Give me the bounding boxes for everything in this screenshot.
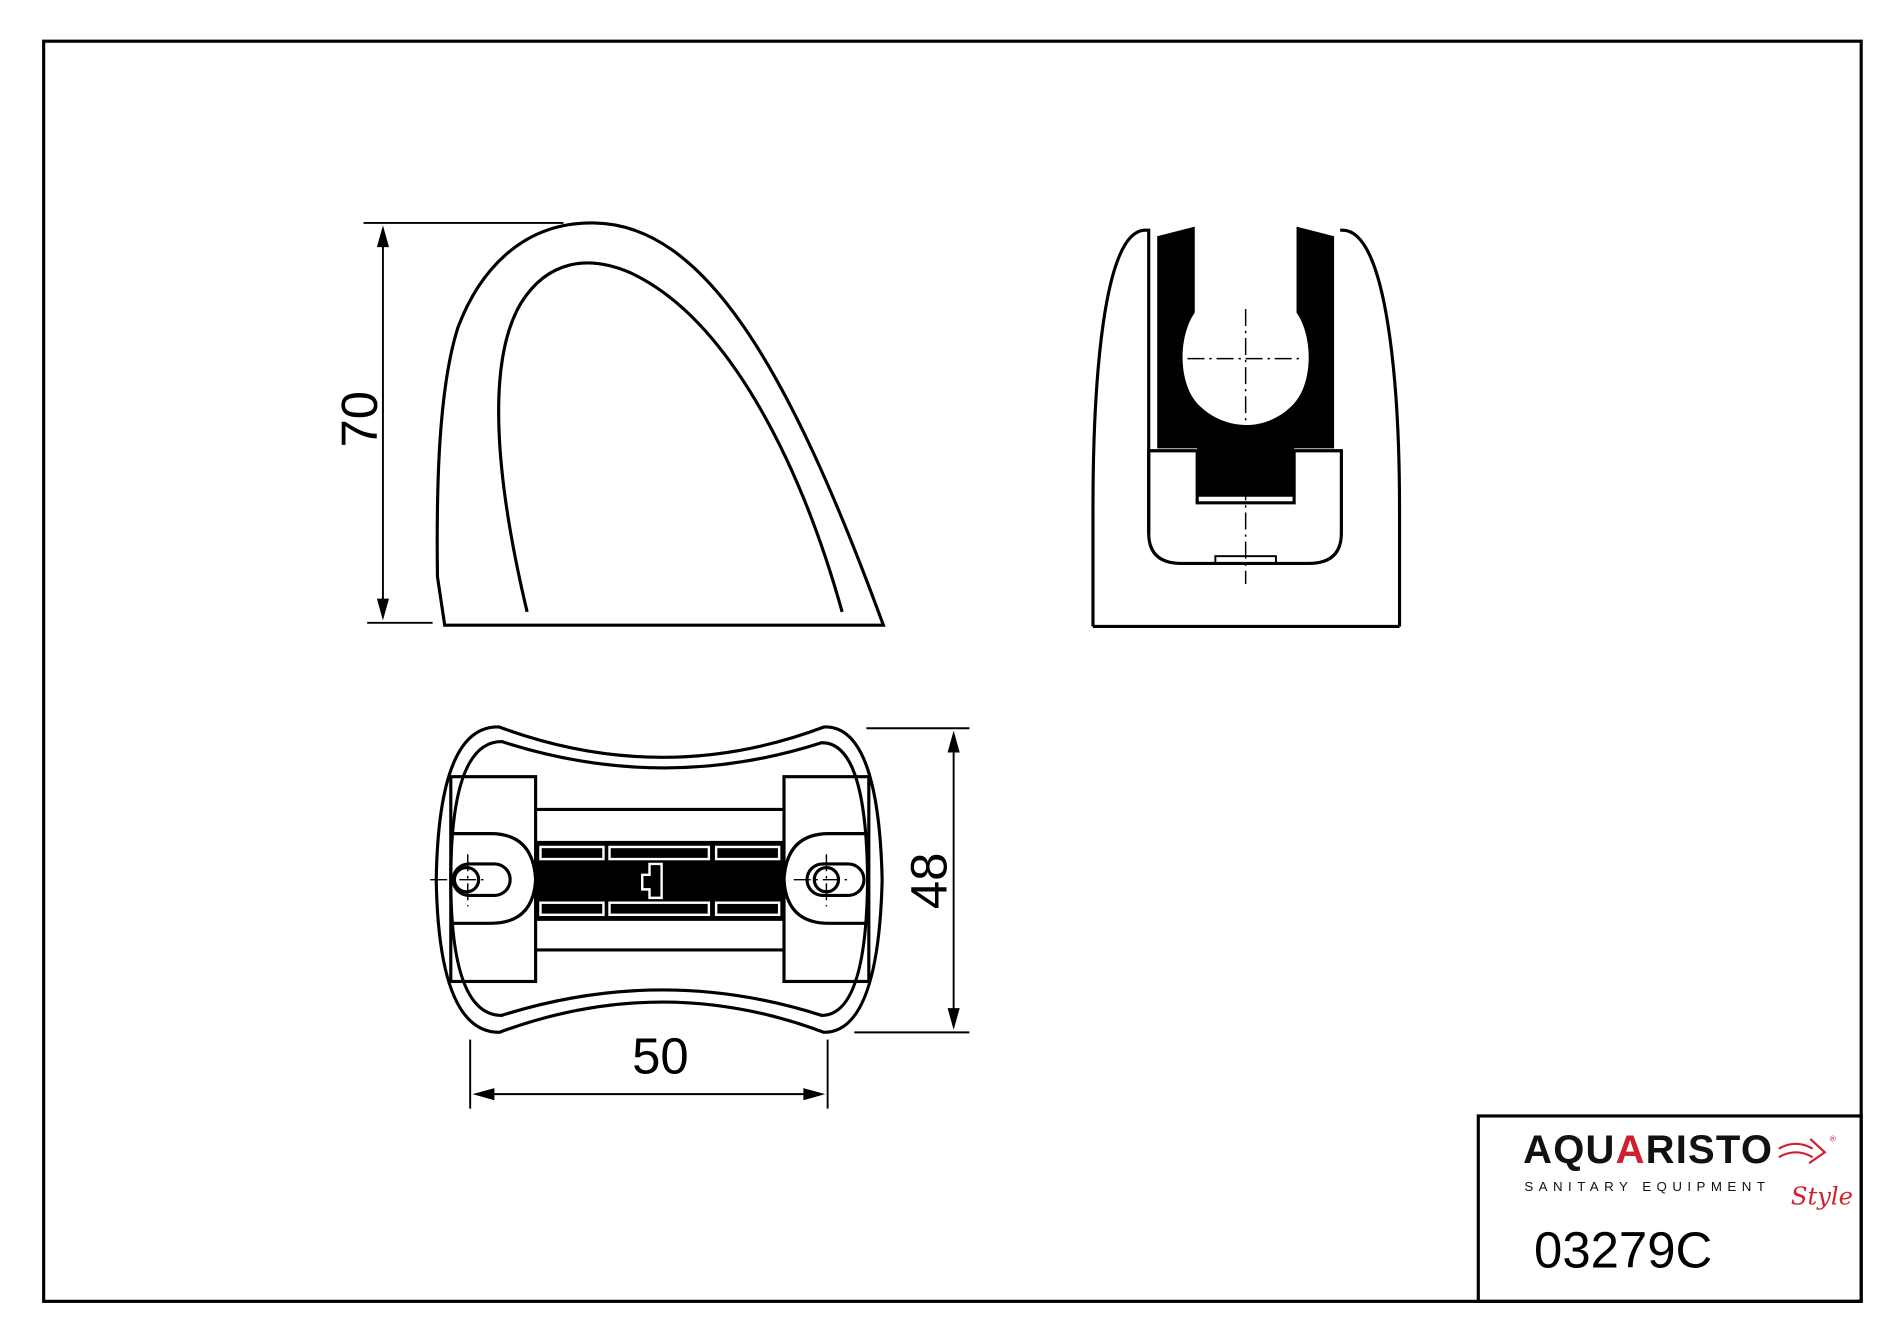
dimension-depth: 48 [854, 727, 970, 1034]
logo-script: Style [1791, 1182, 1853, 1210]
part-number: 03279C [1534, 1221, 1712, 1278]
company-logo: AQUARISTO SANITARY EQUIPMENT Style ® [1523, 1128, 1853, 1210]
dimension-width: 50 [469, 1028, 829, 1109]
side-view: 70 [331, 221, 886, 627]
dimension-depth-label: 48 [900, 853, 957, 910]
dimension-height: 70 [331, 221, 564, 624]
logo-tagline: SANITARY EQUIPMENT [1524, 1179, 1770, 1194]
front-view [1091, 226, 1402, 629]
dimension-height-label: 70 [331, 391, 388, 448]
drawing-frame [42, 39, 1863, 1303]
title-block: AQUARISTO SANITARY EQUIPMENT Style ® 032… [1476, 1114, 1863, 1303]
logo-arrow-icon [1778, 1138, 1827, 1165]
logo-brand: AQUARISTO [1523, 1128, 1773, 1172]
logo-registered: ® [1830, 1133, 1837, 1143]
bottom-view: 48 50 [430, 725, 970, 1109]
dimension-width-label: 50 [632, 1028, 689, 1085]
